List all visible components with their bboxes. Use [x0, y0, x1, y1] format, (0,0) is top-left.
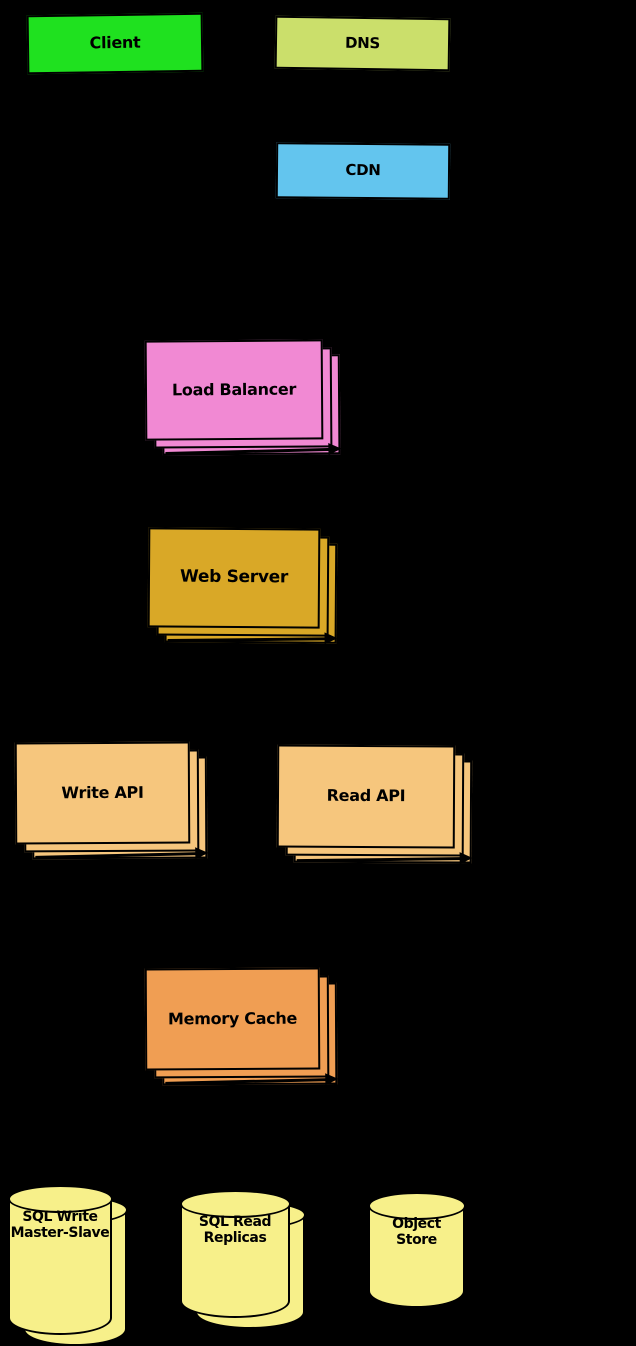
node-sql-read-replicas: SQL Read Replicas [179, 1189, 306, 1329]
node-read-api-face: Read API [276, 744, 456, 849]
node-memory-cache: Memory Cache [144, 967, 338, 1086]
node-write-api: Write API [14, 741, 208, 860]
node-dns: DNS [274, 15, 451, 72]
database-cylinder-icon: SQL Write Master-Slave [7, 1184, 113, 1335]
node-sql-read-replicas-label: SQL Read Replicas [198, 1214, 272, 1247]
node-web-server-face: Web Server [147, 527, 321, 629]
node-sql-write-master-slave-label: SQL Write Master-Slave [10, 1209, 110, 1242]
node-object-store-label: Object Store [392, 1216, 441, 1249]
node-client: Client [26, 12, 204, 75]
node-load-balancer-label: Load Balancer [171, 379, 297, 400]
node-memory-cache-face: Memory Cache [144, 967, 321, 1071]
node-sql-write-master-slave: SQL Write Master-Slave [7, 1184, 128, 1346]
node-web-server-label: Web Server [179, 566, 289, 588]
node-read-api-label: Read API [326, 786, 406, 806]
node-write-api-face: Write API [14, 741, 191, 845]
database-cylinder-icon: Object Store [367, 1191, 466, 1308]
node-load-balancer: Load Balancer [144, 339, 341, 456]
node-load-balancer-face: Load Balancer [144, 339, 324, 441]
node-memory-cache-label: Memory Cache [167, 1008, 298, 1029]
node-cdn: CDN [275, 142, 451, 200]
node-dns-label: DNS [344, 33, 381, 53]
node-client-label: Client [89, 32, 141, 53]
node-cdn-label: CDN [345, 161, 381, 180]
node-web-server: Web Server [147, 527, 338, 644]
node-object-store: Object Store [367, 1191, 466, 1308]
node-read-api: Read API [276, 744, 473, 864]
node-write-api-label: Write API [61, 782, 144, 803]
database-cylinder-icon: SQL Read Replicas [179, 1189, 291, 1318]
